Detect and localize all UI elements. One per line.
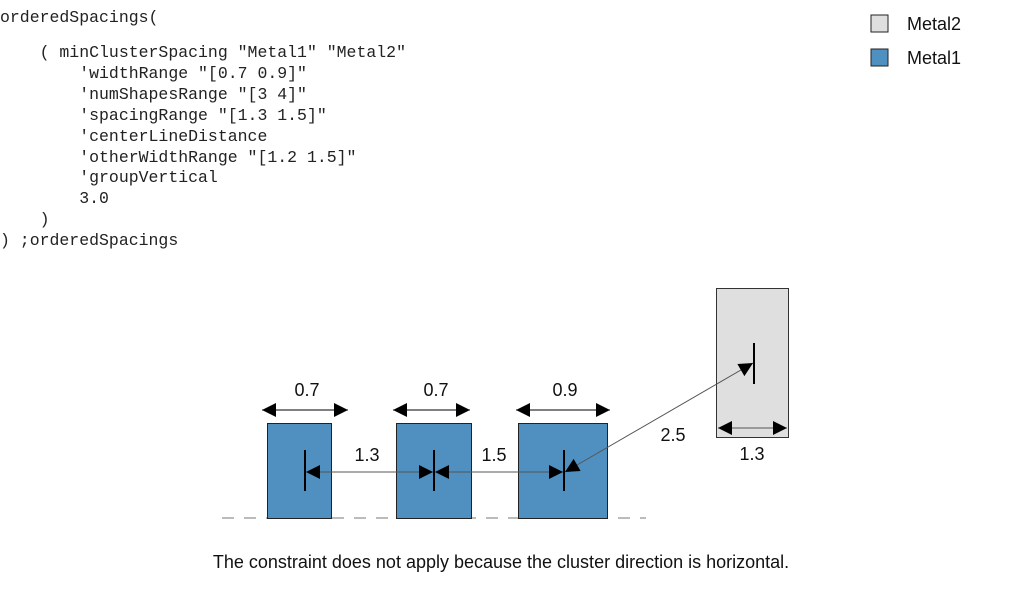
spacing-label-2: 1.5 — [481, 445, 506, 465]
code-line: ( minClusterSpacing "Metal1" "Metal2" — [0, 43, 406, 62]
width-label-3: 0.9 — [552, 380, 577, 400]
width-label-1: 0.7 — [294, 380, 319, 400]
width-label-2: 0.7 — [423, 380, 448, 400]
code-line: 'centerLineDistance — [0, 127, 268, 146]
code-line: ) ;orderedSpacings — [0, 231, 179, 250]
legend-label-metal1: Metal1 — [907, 48, 961, 68]
legend-swatch-metal1 — [870, 48, 889, 67]
diagonal-distance-label: 2.5 — [660, 425, 685, 445]
code-line: ) — [0, 210, 50, 229]
code-line: 'groupVertical — [0, 168, 218, 187]
diagonal-distance-arrow — [564, 362, 754, 473]
code-line: 'spacingRange "[1.3 1.5]" — [0, 106, 327, 125]
code-block: orderedSpacings( ( minClusterSpacing "Me… — [0, 0, 406, 250]
metal1-shape-1 — [267, 423, 332, 519]
legend-swatch-metal2 — [870, 14, 889, 33]
legend-label-metal2: Metal2 — [907, 14, 961, 34]
code-line: 'widthRange "[0.7 0.9]" — [0, 64, 307, 83]
metal2-width-label: 1.3 — [739, 444, 764, 464]
spacing-label-1: 1.3 — [354, 445, 379, 465]
code-line: 'numShapesRange "[3 4]" — [0, 85, 307, 104]
caption: The constraint does not apply because th… — [213, 552, 789, 572]
code-line: 3.0 — [0, 189, 109, 208]
code-line: orderedSpacings( — [0, 8, 159, 27]
code-line: 'otherWidthRange "[1.2 1.5]" — [0, 148, 357, 167]
